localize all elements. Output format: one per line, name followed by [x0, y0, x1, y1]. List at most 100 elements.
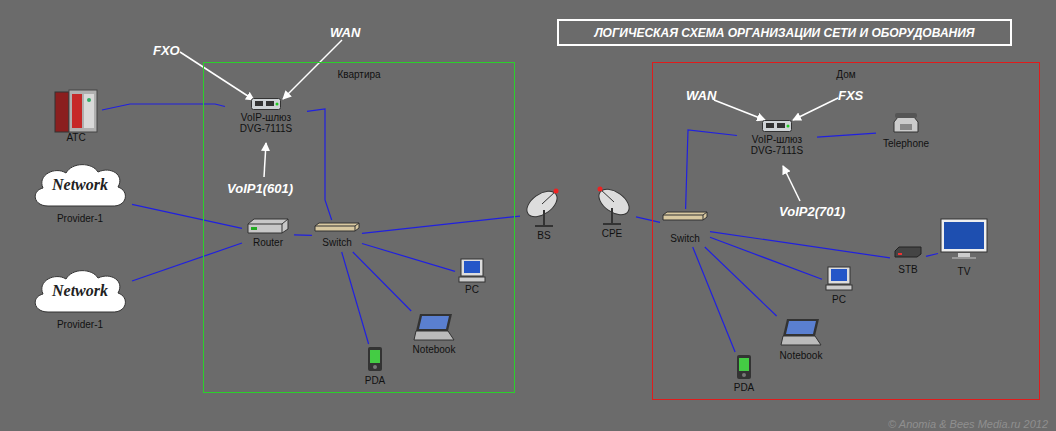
callout-label: VoIP2(701) — [779, 204, 845, 219]
ats-icon — [53, 88, 99, 132]
device-node: Telephone — [876, 110, 936, 152]
network-link — [132, 204, 242, 228]
drawing-part — [742, 373, 746, 377]
label-holder: WAN — [686, 86, 716, 104]
drawing-part — [535, 225, 553, 227]
tv-icon — [940, 218, 988, 260]
device-label: PDA — [365, 375, 386, 386]
device-node: Notebook — [772, 316, 830, 363]
device-label: Router — [253, 237, 283, 248]
drawing-part — [251, 227, 257, 230]
device-node: BS — [520, 184, 568, 243]
region-frame: КвартираVoIP-шлюз DVG-7111S Router SwitchP… — [203, 62, 515, 393]
drawing-part — [276, 103, 279, 106]
drawing-part — [248, 219, 288, 233]
drawing-part — [315, 223, 359, 231]
drawing-part — [766, 123, 774, 128]
leader-line — [264, 143, 266, 177]
device-label: CPE — [602, 228, 623, 239]
label-holder: © Anomia & Bees Media.ru 2012 — [888, 414, 1048, 431]
drawing-part — [786, 321, 816, 334]
leader-line — [180, 52, 254, 100]
device-label: TV — [958, 266, 971, 277]
device-label: STB — [898, 264, 917, 275]
drawing-part — [663, 212, 707, 220]
device-node: NetworkProvider-1 — [28, 266, 132, 332]
network-link — [636, 217, 660, 222]
dish-icon — [522, 186, 566, 228]
device-label: VoIP-шлюз DVG-7111S — [236, 112, 296, 134]
drawing-part — [35, 165, 125, 206]
region-label: Квартира — [337, 69, 380, 80]
sw-icon — [662, 211, 708, 221]
device-node: PDA — [730, 352, 758, 396]
device-node: PC — [455, 256, 489, 297]
drawing-part — [35, 271, 125, 312]
router-icon — [246, 218, 290, 234]
drawing-part — [459, 277, 485, 282]
drawing-part — [461, 259, 483, 276]
network-link — [353, 252, 411, 311]
sw-icon — [314, 222, 360, 232]
callout-label: WAN — [686, 88, 716, 103]
leader-line — [783, 166, 800, 201]
device-node: Router — [242, 216, 294, 252]
device-label: Notebook — [780, 350, 823, 361]
device-label: PC — [465, 284, 479, 295]
leader-line — [793, 98, 838, 120]
network-link — [817, 133, 876, 137]
cloud-text: Network — [52, 176, 108, 194]
device-label: VoIP-шлюз DVG-7111S — [747, 134, 807, 156]
network-link — [307, 109, 332, 220]
network-link — [362, 216, 520, 233]
pda-icon — [367, 346, 383, 372]
drawing-part — [603, 223, 621, 225]
drawing-part — [180, 40, 838, 201]
drawing-part — [87, 98, 91, 102]
phone-icon — [891, 112, 921, 134]
drawing-part — [898, 253, 902, 255]
drawing-part — [554, 189, 559, 194]
drawing-part — [373, 365, 377, 369]
label-holder: FXS — [838, 86, 863, 104]
drawing-part — [419, 316, 449, 329]
region-frame: ДомVoIP-шлюз DVG-7111STelephoneSwitchSTB… — [652, 62, 1040, 400]
device-node: АТС — [50, 86, 102, 145]
drawing-part — [826, 285, 852, 290]
pc-icon — [458, 258, 486, 283]
voip-icon — [762, 120, 792, 132]
device-label: PDA — [734, 382, 755, 393]
drawing-part — [522, 186, 561, 222]
drawing-part — [266, 101, 274, 106]
device-label: Provider-1 — [57, 319, 103, 330]
drawing-part — [894, 117, 918, 132]
drawing-part — [763, 121, 792, 132]
drawing-part — [416, 314, 452, 331]
drawing-part — [55, 92, 69, 132]
device-label: Notebook — [413, 344, 456, 355]
drawing-part — [414, 331, 454, 340]
drawing-part — [941, 219, 987, 252]
device-label: Provider-1 — [57, 213, 103, 224]
device-node: TV — [938, 216, 990, 279]
device-node: Switch — [660, 209, 710, 247]
label-holder: FXO — [153, 41, 180, 59]
drawing-part — [895, 113, 917, 118]
device-label: Switch — [322, 237, 351, 248]
title-frame: ЛОГИЧЕСКАЯ СХЕМА ОРГАНИЗАЦИИ СЕТИ И ОБОР… — [557, 19, 1012, 46]
device-node: PDA — [362, 344, 388, 388]
network-link — [705, 247, 777, 316]
device-node: PC — [822, 264, 856, 307]
network-link — [926, 254, 938, 257]
leader-line — [283, 40, 342, 99]
pda-icon — [736, 354, 752, 380]
drawing-part — [542, 191, 556, 204]
cloud-text: Network — [52, 282, 108, 300]
network-link — [693, 247, 735, 352]
device-node: VoIP-шлюз DVG-7111S — [737, 118, 817, 162]
drawing-part — [944, 222, 984, 249]
network-link — [342, 252, 369, 344]
drawing-part — [255, 101, 263, 106]
